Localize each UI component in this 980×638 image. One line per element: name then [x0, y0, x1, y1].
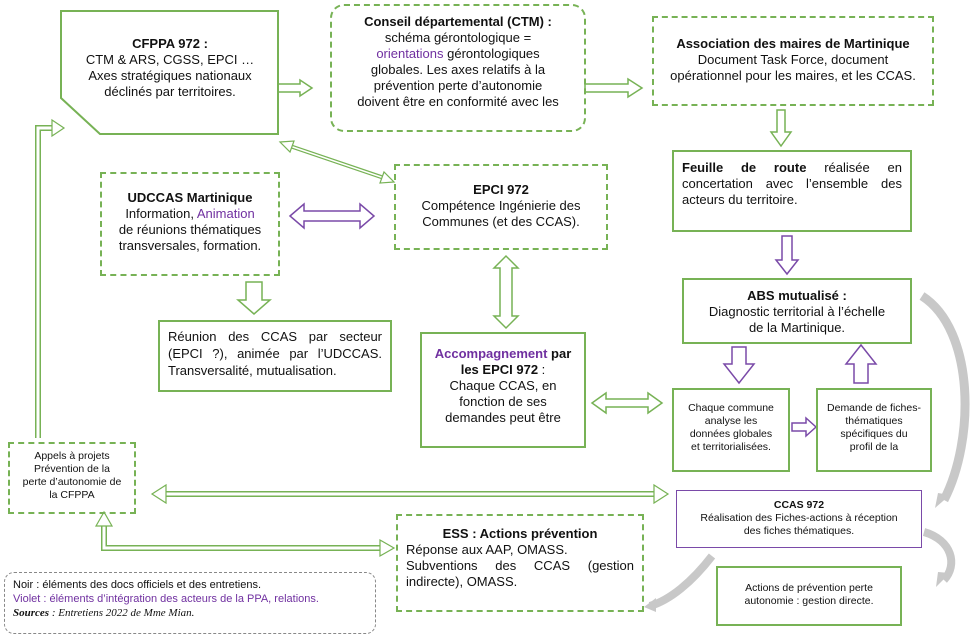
appels-box: Appels à projets Prévention de la perte …: [8, 442, 136, 514]
accomp-highlight: Accompagnement: [434, 346, 548, 361]
legend-sources-label: Sources: [13, 607, 50, 619]
ess-line1: Réponse aux AAP, OMASS.: [406, 542, 568, 557]
appels-line3: perte d’autonomie de: [22, 476, 122, 488]
feuille-title: Feuille de route: [682, 160, 807, 175]
reunion-box: Réunion des CCAS par secteur (EPCI ?), a…: [158, 320, 392, 392]
ccas972-line2: des fiches thématiques.: [743, 525, 855, 537]
appels-line2: Prévention de la: [34, 463, 110, 475]
arrow-accomp-commune: [590, 391, 664, 415]
udccas-line1a: Information,: [125, 206, 197, 221]
accomp-line2: fonction de ses: [459, 394, 547, 409]
arrow-udccas-reunion: [236, 281, 272, 315]
arrow-ctm-maires: [584, 77, 644, 99]
maires-box: Association des maires de Martinique Doc…: [652, 16, 934, 106]
ctm-title: Conseil départemental (CTM) :: [364, 14, 552, 29]
ctm-line3: globales. Les axes relatifs à la: [370, 62, 546, 77]
commune-line2: analyse les: [704, 415, 758, 427]
accomp-title2: par: [547, 346, 572, 361]
demande-line2: thématiques: [845, 415, 903, 427]
arrow-abs-commune: [722, 346, 756, 385]
reunion-text: Réunion des CCAS par secteur (EPCI ?), a…: [168, 329, 382, 378]
abs-title: ABS mutualisé :: [747, 288, 847, 303]
ess-title: ESS : Actions prévention: [442, 526, 598, 541]
demande-line1: Demande de fiches-: [827, 402, 921, 414]
demande-box: Demande de fiches- thématiques spécifiqu…: [816, 388, 932, 472]
abs-box: ABS mutualisé : Diagnostic territorial à…: [682, 278, 912, 344]
arrow-udccas-epci: [288, 202, 376, 230]
cfppa-line1: CTM & ARS, CGSS, EPCI …: [85, 52, 255, 67]
udccas-line3: transversales, formation.: [118, 238, 262, 253]
accomp-box: Accompagnement par les EPCI 972 : Chaque…: [420, 332, 586, 448]
ccas972-title: CCAS 972: [773, 499, 825, 511]
udccas-line2: de réunions thématiques: [118, 222, 262, 237]
demande-line4: profil de la: [849, 441, 899, 453]
curve-ccas972-ess: [648, 553, 716, 610]
arrow-cfppa-ctm: [277, 78, 314, 98]
arrow-appels-cfppa: [35, 125, 56, 438]
commune-box: Chaque commune analyse les données globa…: [672, 388, 790, 472]
actions-line2: autonomie : gestion directe.: [744, 595, 874, 607]
arrow-commune-demande: [791, 416, 818, 438]
ctm-line1: schéma gérontologique =: [384, 30, 532, 45]
demande-line3: spécifiques du: [840, 428, 908, 440]
ess-line2: Subventions des CCAS (gestion indirecte)…: [406, 558, 634, 589]
cfppa-line3: déclinés par territoires.: [104, 84, 236, 99]
epci-title: EPCI 972: [473, 182, 529, 197]
commune-line1: Chaque commune: [688, 402, 774, 414]
maires-title: Association des maires de Martinique: [676, 36, 910, 51]
ctm-highlight: orientations: [376, 46, 444, 61]
ctm-line2b: gérontologiques: [443, 46, 540, 61]
feuille-box: Feuille de route réalisée en concertatio…: [672, 150, 912, 232]
legend-sources-text: : Entretiens 2022 de Mme Mian.: [49, 607, 195, 619]
legend-black: Noir : éléments des docs officiels et de…: [13, 579, 262, 591]
ctm-box: Conseil départemental (CTM) : schéma gér…: [330, 4, 586, 132]
cfppa-box: CFPPA 972 : CTM & ARS, CGSS, EPCI … Axes…: [60, 36, 280, 100]
cfppa-title: CFPPA 972 :: [132, 36, 208, 51]
accomp-line1: Chaque CCAS, en: [449, 378, 557, 393]
epci-line2: Communes (et des CCAS).: [422, 214, 580, 229]
feuille-text: réalisée en concertation avec l’ensemble…: [682, 160, 902, 207]
commune-line3: données globales: [689, 428, 773, 440]
arrow-demande-abs: [844, 343, 878, 384]
arrow-maires-feuille: [769, 109, 793, 148]
curve-abs-ccas972: [919, 292, 970, 503]
ccas972-line1: Réalisation des Fiches-actions à récepti…: [700, 512, 898, 524]
epci-box: EPCI 972 Compétence Ingénierie des Commu…: [394, 164, 608, 250]
accomp-title3: les EPCI 972: [460, 362, 539, 377]
accomp-line3: demandes peut être: [445, 410, 561, 425]
actions-box: Actions de prévention perte autonomie : …: [716, 566, 902, 626]
udccas-highlight: Animation: [196, 206, 255, 221]
maires-line1: Document Task Force, document: [697, 52, 889, 67]
accomp-colon: :: [538, 362, 546, 377]
appels-line4: la CFPPA: [49, 489, 95, 501]
arrow-epci-accomp: [492, 254, 520, 330]
arrow-feuille-abs: [774, 235, 800, 276]
ccas972-box: CCAS 972 Réalisation des Fiches-actions …: [676, 490, 922, 548]
legend-box: Noir : éléments des docs officiels et de…: [4, 572, 376, 634]
arrow-appels-ess: [101, 518, 386, 551]
commune-line4: et territorialisées.: [691, 441, 771, 453]
cfppa-shape: [60, 10, 279, 135]
abs-line2: de la Martinique.: [748, 320, 846, 335]
maires-line2: opérationnel pour les maires, et les CCA…: [670, 68, 916, 83]
udccas-title: UDCCAS Martinique: [127, 190, 253, 205]
epci-line1: Compétence Ingénierie des: [421, 198, 581, 213]
legend-violet: Violet : éléments d’intégration des acte…: [13, 593, 319, 605]
actions-line1: Actions de prévention perte: [745, 582, 873, 594]
abs-line1: Diagnostic territorial à l’échelle: [708, 304, 886, 319]
ctm-line4: prévention perte d’autonomie: [373, 78, 543, 93]
appels-line1: Appels à projets: [34, 450, 110, 462]
ess-box: ESS : Actions prévention Réponse aux AAP…: [396, 514, 644, 612]
ctm-line5: doivent être en conformité avec les: [357, 94, 559, 109]
udccas-box: UDCCAS Martinique Information, Animation…: [100, 172, 280, 276]
cfppa-line2: Axes stratégiques nationaux: [88, 68, 252, 83]
